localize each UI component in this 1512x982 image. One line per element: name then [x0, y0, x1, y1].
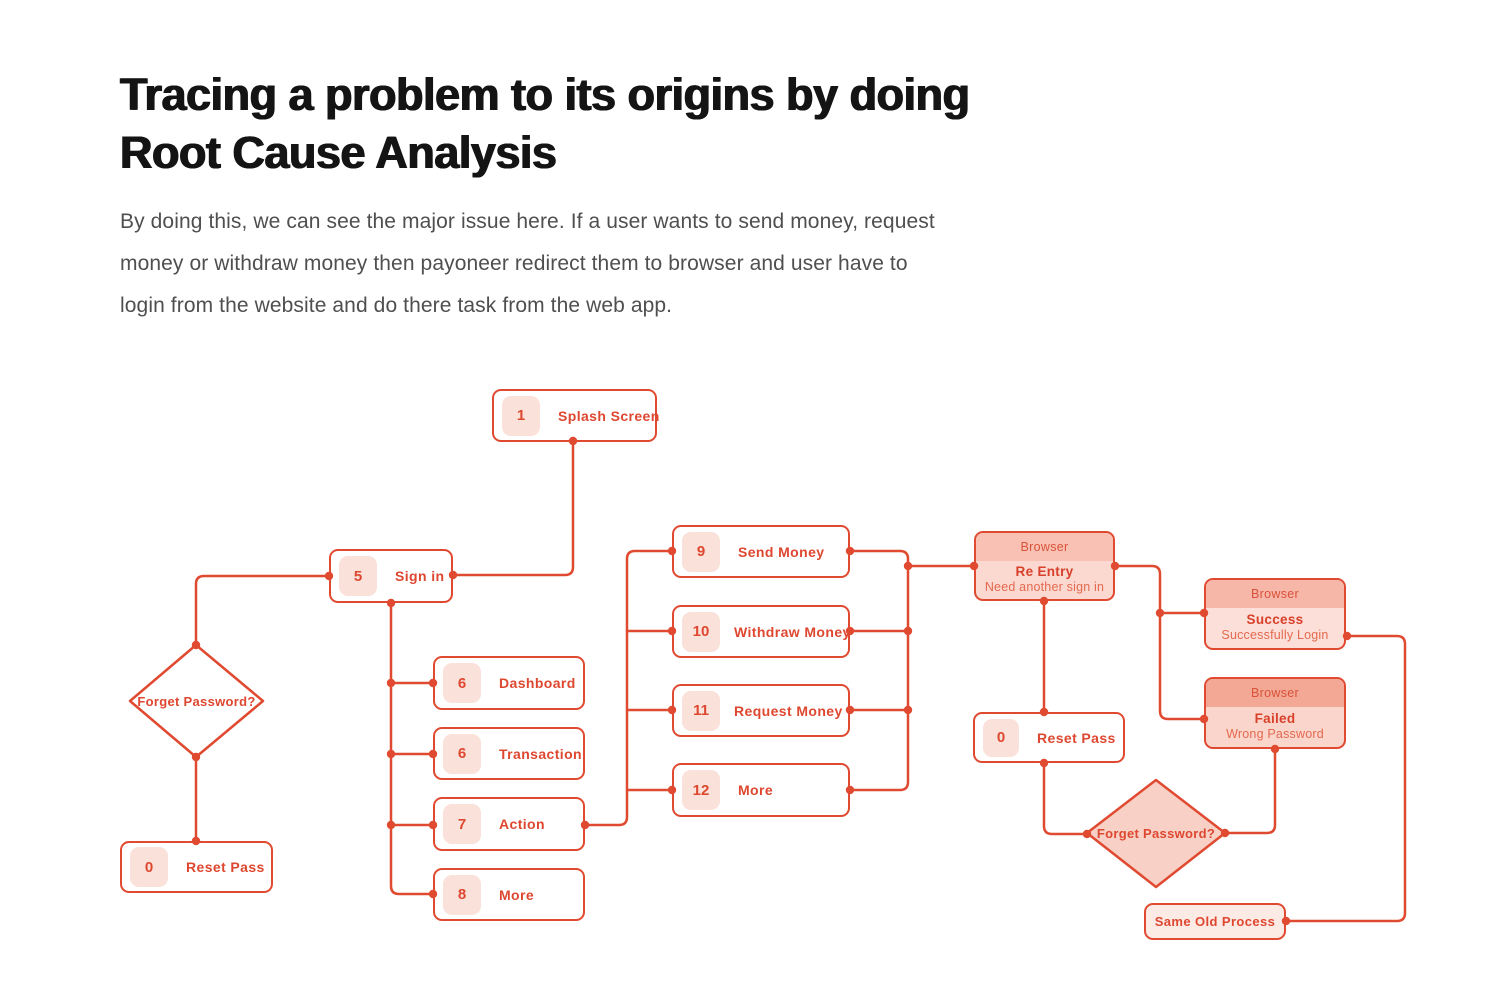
- node-label: Send Money: [738, 543, 825, 560]
- flow-node-more-menu: 8 More: [433, 868, 585, 921]
- decision-label: Forget Password?: [137, 693, 256, 709]
- browser-card-header: Browser: [1206, 580, 1344, 608]
- node-number-badge: 7: [443, 804, 481, 844]
- node-label: Reset Pass: [1037, 729, 1116, 746]
- browser-card-title: Failed: [1254, 710, 1296, 726]
- node-label: Request Money: [734, 702, 843, 719]
- browser-card-subtitle: Successfully Login: [1221, 627, 1329, 642]
- node-number-badge: 0: [983, 718, 1019, 757]
- intro-paragraph-line-1: By doing this, we can see the major issu…: [120, 210, 935, 233]
- node-label: Same Old Process: [1154, 914, 1276, 929]
- browser-card-title: Re Entry: [1015, 563, 1074, 579]
- node-number-badge: 11: [682, 690, 720, 731]
- node-number-badge: 9: [682, 531, 720, 572]
- page-title: Tracing a problem to its origins by doin…: [120, 66, 970, 182]
- flow-node-browser-failed: Browser Failed Wrong Password: [1204, 677, 1346, 749]
- flow-node-transaction: 6 Transaction: [433, 727, 585, 780]
- flow-node-action: 7 Action: [433, 797, 585, 851]
- flow-node-splash-screen: 1 Splash Screen: [492, 389, 660, 442]
- flow-node-reset-pass-right: 0 Reset Pass: [973, 712, 1125, 763]
- browser-card-subtitle: Wrong Password: [1226, 726, 1324, 741]
- intro-paragraph: By doing this, we can see the major issu…: [120, 201, 935, 327]
- node-label: Sign in: [395, 568, 445, 584]
- intro-paragraph-line-3: login from the website and do there task…: [120, 294, 673, 317]
- flow-node-dashboard: 6 Dashboard: [433, 656, 585, 710]
- node-number-badge: 10: [682, 611, 720, 652]
- node-number-badge: 0: [130, 847, 168, 887]
- flow-node-more-actions: 12 More: [672, 763, 850, 817]
- browser-card-header: Browser: [1206, 679, 1344, 707]
- decision-label: Forget Password?: [1096, 826, 1216, 841]
- node-number-badge: 12: [682, 770, 720, 810]
- flow-decision-forget-password-right: Forget Password?: [1087, 780, 1225, 887]
- node-number-badge: 6: [443, 733, 481, 774]
- browser-card-title: Success: [1246, 611, 1304, 627]
- node-label: Action: [499, 816, 545, 832]
- node-number-badge: 6: [443, 663, 481, 703]
- flow-node-reset-pass-left: 0 Reset Pass: [120, 841, 273, 893]
- flow-decision-forget-password-left: Forget Password?: [130, 645, 263, 757]
- browser-card-subtitle: Need another sign in: [984, 579, 1105, 594]
- page-title-line-1: Tracing a problem to its origins by doin…: [120, 69, 970, 120]
- node-label: Transaction: [499, 745, 582, 762]
- node-number-badge: 5: [339, 556, 377, 596]
- flow-node-sign-in: 5 Sign in: [329, 549, 453, 603]
- flow-node-same-old-process: Same Old Process: [1144, 903, 1286, 940]
- flow-node-send-money: 9 Send Money: [672, 525, 850, 578]
- browser-card-body: Success Successfully Login: [1206, 608, 1344, 648]
- browser-card-body: Failed Wrong Password: [1206, 707, 1344, 747]
- node-label: More: [738, 782, 774, 798]
- node-number-badge: 8: [443, 874, 481, 915]
- flow-node-request-money: 11 Request Money: [672, 684, 850, 737]
- browser-card-header: Browser: [976, 533, 1113, 561]
- node-label: Reset Pass: [186, 859, 265, 875]
- node-label: Dashboard: [499, 675, 576, 691]
- intro-paragraph-line-2: money or withdraw money then payoneer re…: [120, 252, 908, 275]
- flow-node-withdraw-money: 10 Withdraw Money: [672, 605, 850, 658]
- page-title-line-2: Root Cause Analysis: [120, 127, 557, 178]
- flow-node-browser-success: Browser Success Successfully Login: [1204, 578, 1346, 650]
- node-number-badge: 1: [502, 395, 540, 436]
- browser-card-body: Re Entry Need another sign in: [976, 561, 1113, 599]
- node-label: Splash Screen: [558, 407, 660, 424]
- node-label: Withdraw Money: [734, 623, 851, 640]
- node-label: More: [499, 886, 535, 903]
- flow-node-browser-reentry: Browser Re Entry Need another sign in: [974, 531, 1115, 601]
